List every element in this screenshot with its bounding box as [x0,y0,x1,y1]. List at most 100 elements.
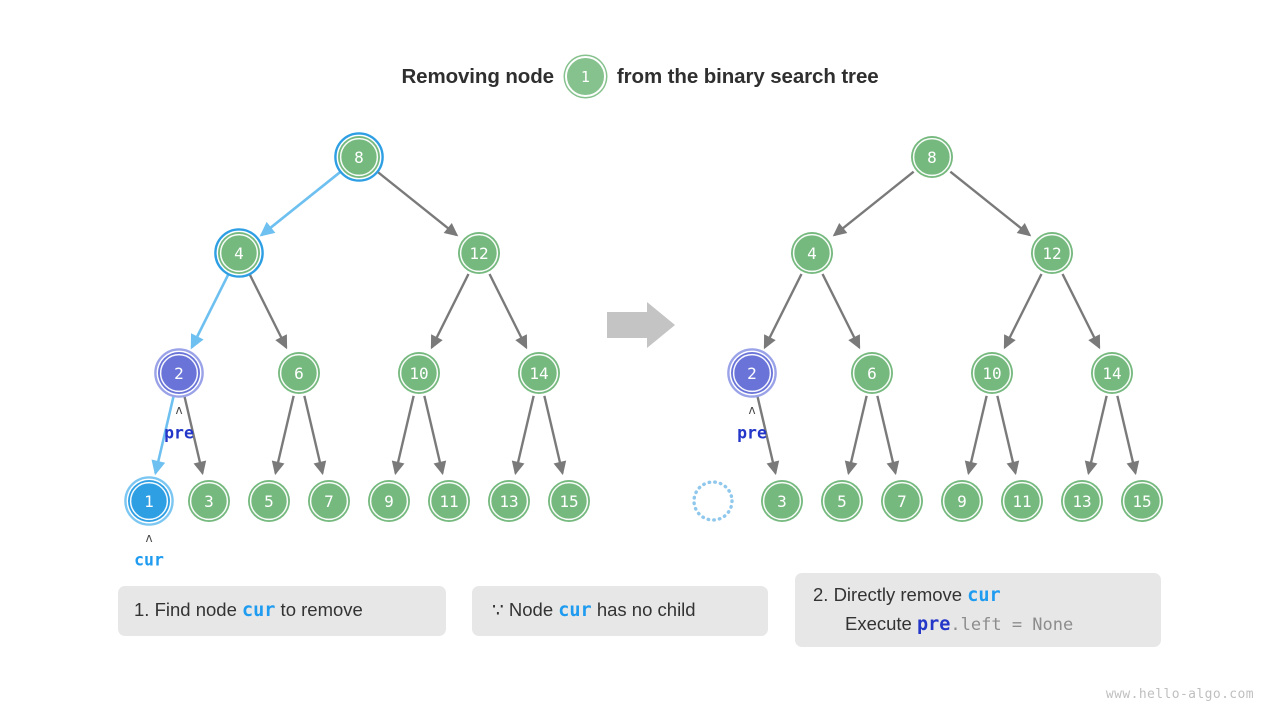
tree-edges [151,170,1140,476]
caption-text: 2. Directly remove [813,584,968,605]
tree-node-value: 2 [747,364,757,383]
right-arrow-icon [607,302,675,348]
tree-node-value: 8 [927,148,937,167]
tree-edge [964,395,988,476]
caption-token-cur: cur [558,600,592,622]
tree-node-value: 4 [234,244,244,263]
caption-text: has no child [591,599,696,621]
pointer-label-text: cur [134,551,164,570]
watermark: www.hello-algo.com [1105,687,1254,702]
tree-node-13: 13 [1061,480,1103,522]
tree-edge [832,170,915,237]
tree-node-1: 1 [124,476,174,526]
tree-node-value: 14 [529,364,548,383]
tree-node-7: 7 [881,480,923,522]
tree-edge [821,273,861,350]
tree-node-14: 14 [1091,352,1133,394]
tree-node-value: 14 [1102,364,1121,383]
caption-token-cur: cur [967,585,1001,606]
tree-node-value: 10 [982,364,1001,383]
caption-line: 2. Directly remove cur [813,584,1161,606]
tree-node-15: 15 [548,480,590,522]
tree-node-value: 10 [409,364,428,383]
tree-node-value: 6 [867,364,877,383]
caption-token-dim: .left = None [950,614,1074,635]
tree-node-10: 10 [398,352,440,394]
caption-text: Execute [845,612,917,634]
tree-edge [391,395,415,476]
tree-node-value: 3 [204,492,214,511]
tree-node-3: 3 [188,480,230,522]
removed-node-placeholders [692,480,734,522]
caption-text: ∵ Node [492,599,559,621]
tree-edge [248,273,288,350]
tree-node-8: 8 [911,136,953,178]
tree-node-7: 7 [308,480,350,522]
tree-node-value: 5 [837,492,847,511]
tree-node-2: 2 [154,348,204,398]
tree-edge [488,273,528,350]
tree-node-value: 15 [1132,492,1151,511]
tree-node-value: 3 [777,492,787,511]
tree-node-value: 15 [559,492,578,511]
tree-edge [259,170,342,237]
tree-node-value: 11 [1012,492,1031,511]
tree-node-value: 7 [324,492,334,511]
tree-node-value: 12 [1042,244,1061,263]
tree-node-11: 11 [1001,480,1043,522]
tree-node-8: 8 [334,132,384,182]
tree-node-6: 6 [851,352,893,394]
tree-edge [996,395,1020,476]
pointer-caret-icon: ʌ [175,403,182,417]
tree-node-value: 1 [144,492,154,511]
tree-edge [1116,395,1140,476]
caption-token-cur: cur [242,600,276,622]
caption-step-1: 1. Find node cur to remove [118,586,446,636]
pointer-cur: ʌ cur [134,531,164,570]
pointer-pre: ʌ pre [164,403,194,443]
tree-node-value: 2 [174,364,184,383]
tree-node-value: 6 [294,364,304,383]
tree-edge [876,395,900,476]
pointer-label-text: pre [164,424,194,443]
tree-node-3: 3 [761,480,803,522]
tree-edge [511,395,535,476]
tree-node-12: 12 [458,232,500,274]
tree-edge [844,395,868,476]
tree-node-11: 11 [428,480,470,522]
tree-node-value: 9 [957,492,967,511]
tree-node-value: 4 [807,244,817,263]
transition-arrow-group [607,302,675,348]
tree-node-value: 12 [469,244,488,263]
title-prefix: Removing node [401,64,554,88]
pointer-caret-icon: ʌ [145,531,152,545]
tree-node-10: 10 [971,352,1013,394]
tree-node-4: 4 [791,232,833,274]
tree-edge [271,395,295,476]
pointer-caret-icon: ʌ [748,403,755,417]
tree-node-12: 12 [1031,232,1073,274]
tree-edge [756,395,780,476]
title-node-badge: 1 [564,56,606,97]
caption-token-pre: pre [917,613,951,635]
tree-node-14: 14 [518,352,560,394]
tree-node-9: 9 [368,480,410,522]
tree-edge [151,395,175,476]
tree-node-value: 8 [354,148,364,167]
caption-line: ∵ Node cur has no child [492,601,768,621]
tree-node-value: 13 [1072,492,1091,511]
tree-edge [430,273,470,350]
caption-reason: ∵ Node cur has no child [472,586,768,636]
tree-node-15: 15 [1121,480,1163,522]
tree-node-9: 9 [941,480,983,522]
tree-node-5: 5 [821,480,863,522]
title-suffix: from the binary search tree [616,64,879,88]
tree-edge [949,170,1032,237]
tree-edge [376,170,459,237]
tree-node-13: 13 [488,480,530,522]
